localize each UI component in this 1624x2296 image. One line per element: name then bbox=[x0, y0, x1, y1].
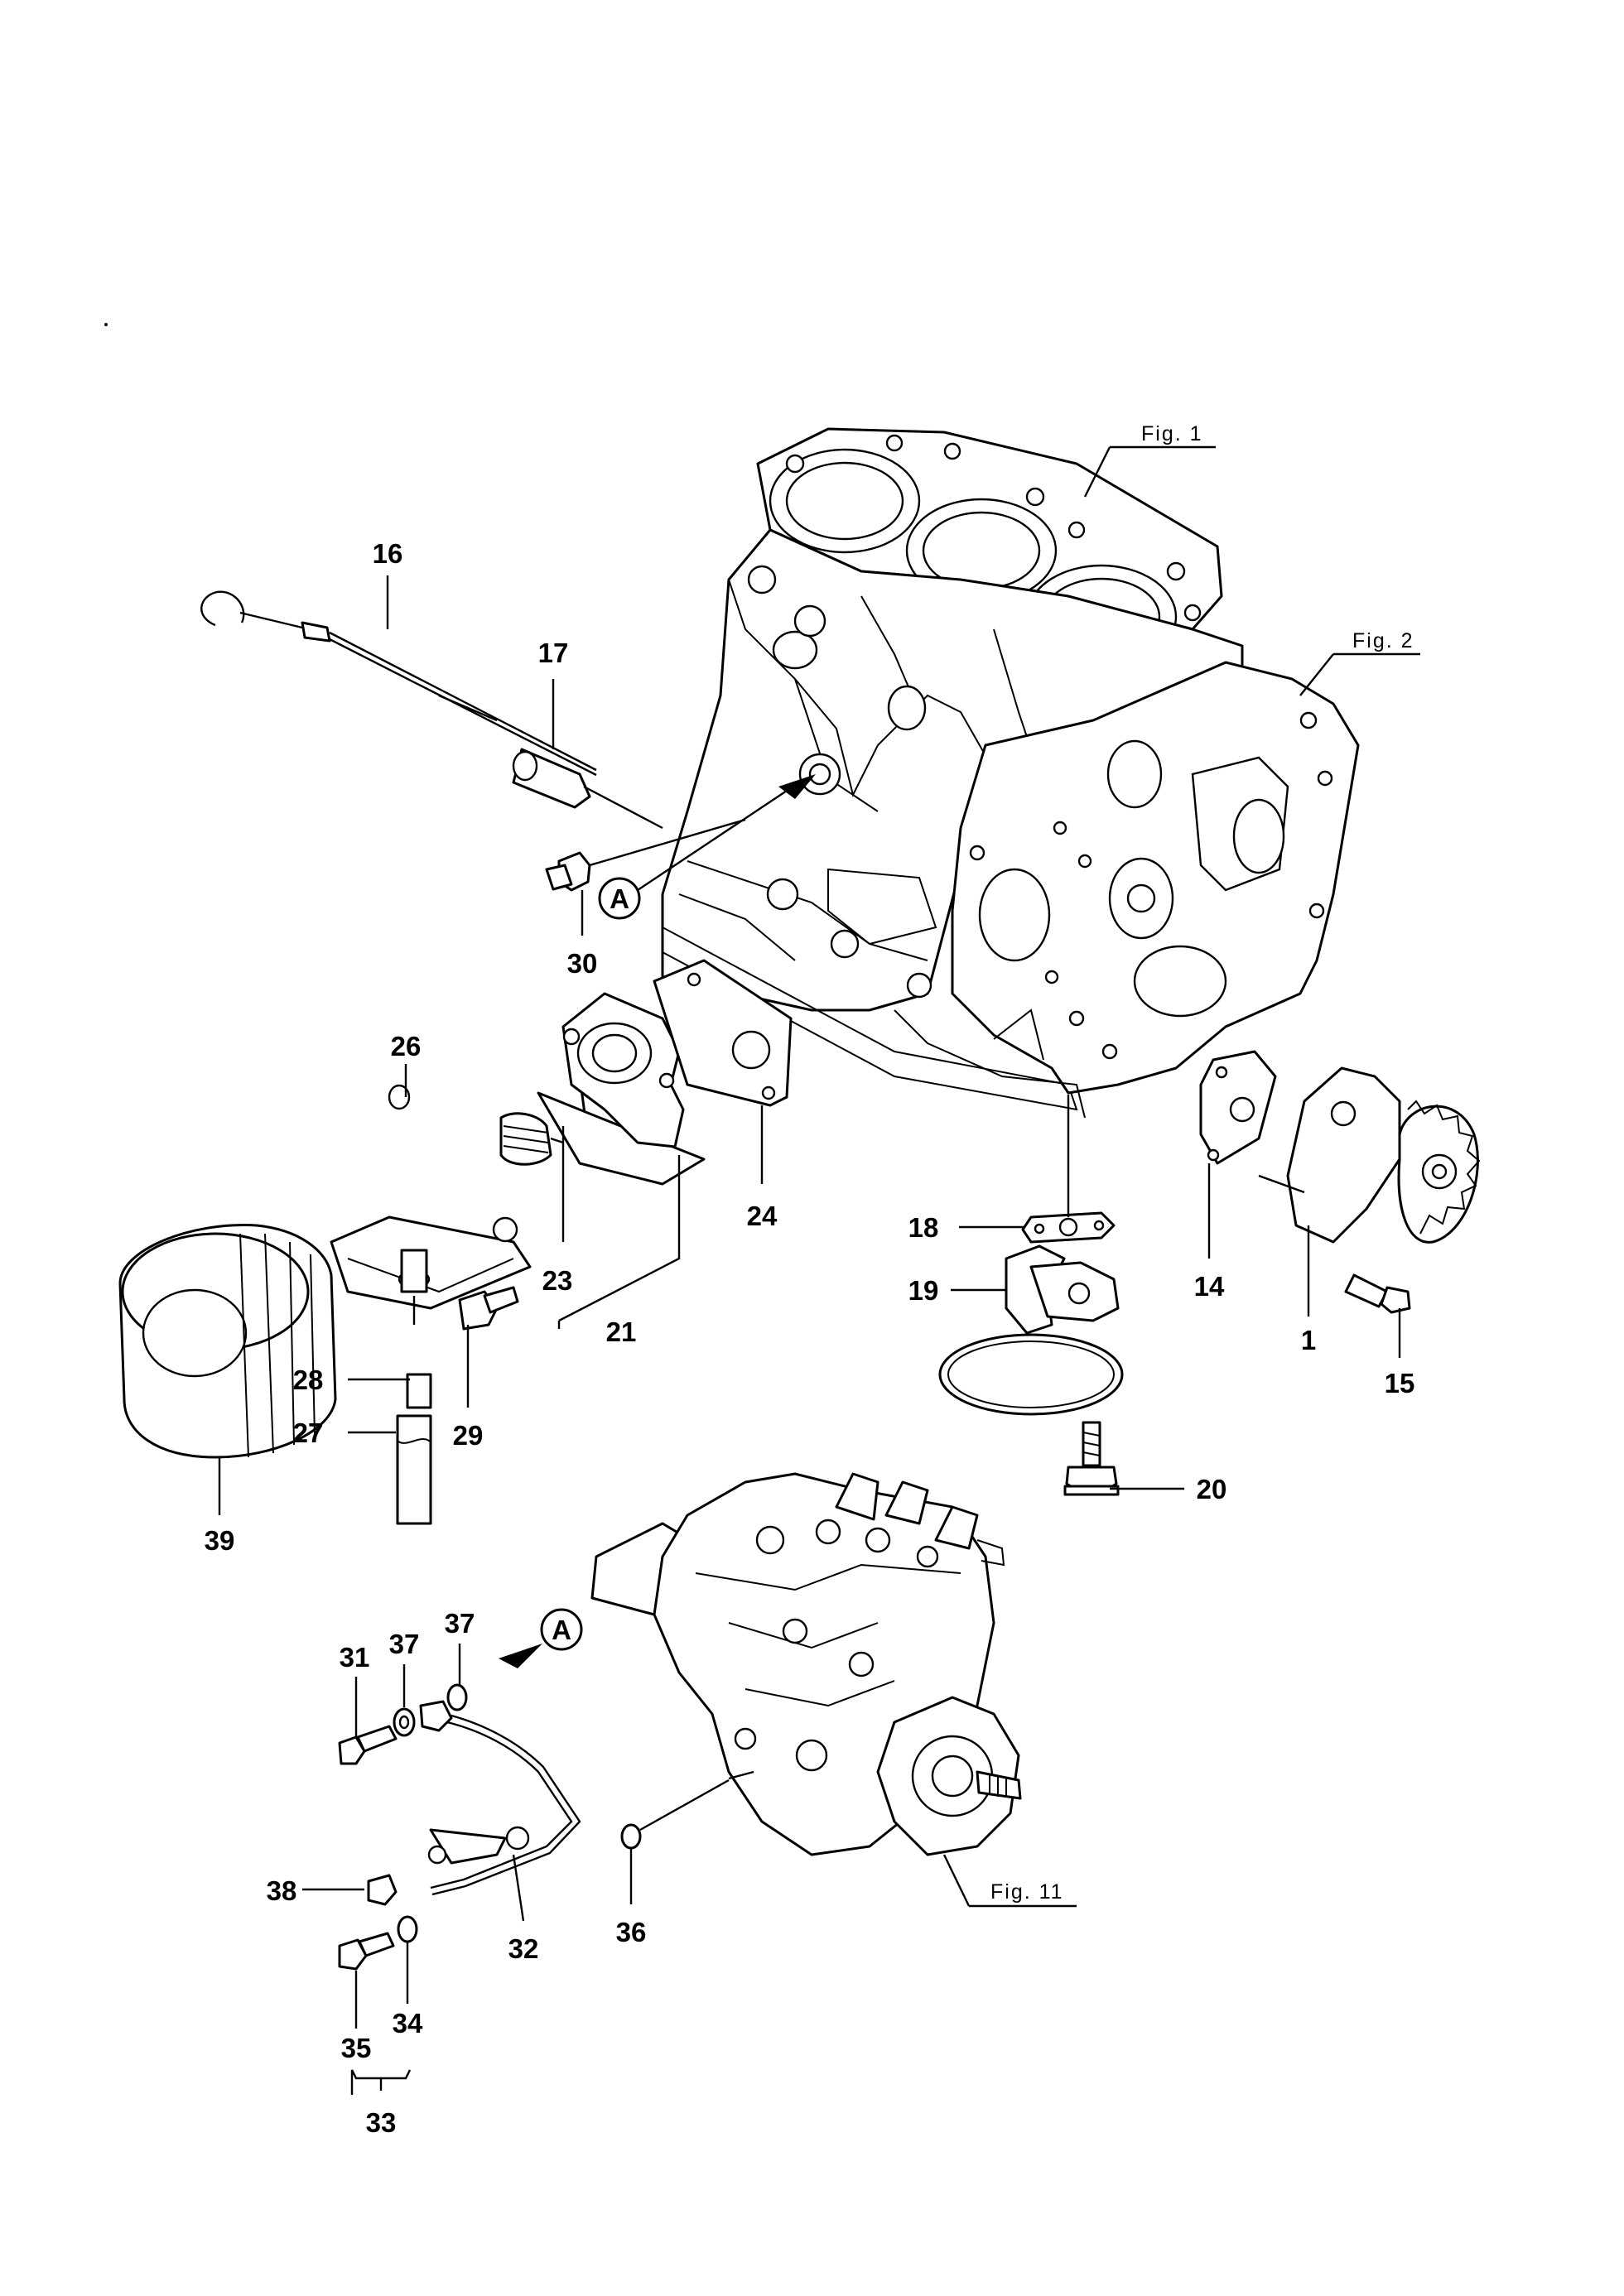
callout-33: 33 bbox=[366, 2107, 397, 2138]
callout-17: 17 bbox=[538, 638, 569, 668]
filter-nipple bbox=[499, 1112, 564, 1166]
fig-2-ref-label: Fig. 2 bbox=[1352, 629, 1414, 652]
callout-18: 18 bbox=[908, 1212, 939, 1243]
injection-pump-assembly bbox=[590, 1472, 1022, 1856]
callout-14: 14 bbox=[1194, 1271, 1225, 1302]
leader-lines bbox=[302, 445, 1420, 2095]
filter-head-gasket bbox=[653, 959, 793, 1107]
strainer-bolt-20 bbox=[1063, 1421, 1120, 1496]
callout-30: 30 bbox=[567, 948, 598, 979]
bolt-35 bbox=[338, 1932, 395, 1971]
callout-labels: 16 17 30 26 24 23 21 18 19 20 14 1 15 28… bbox=[205, 538, 1415, 2138]
view-a-marker-upper: A bbox=[598, 774, 816, 920]
oil-pump-gasket bbox=[1199, 1050, 1277, 1165]
callout-39: 39 bbox=[205, 1525, 235, 1556]
callout-21: 21 bbox=[606, 1316, 637, 1347]
oil-filter-head bbox=[561, 992, 685, 1148]
callout-23: 23 bbox=[542, 1265, 573, 1296]
speck-dot bbox=[104, 323, 108, 326]
nut-38 bbox=[367, 1874, 398, 1906]
strainer-gasket bbox=[1021, 1211, 1116, 1244]
callout-37-right: 37 bbox=[445, 1608, 475, 1639]
callout-26: 26 bbox=[391, 1031, 422, 1061]
callout-20: 20 bbox=[1197, 1474, 1227, 1504]
callout-36: 36 bbox=[616, 1917, 647, 1947]
washer-37-left bbox=[393, 1707, 416, 1737]
callout-16: 16 bbox=[373, 538, 403, 569]
fig-1-ref-label: Fig. 1 bbox=[1141, 422, 1203, 445]
dipstick-guide-tube bbox=[512, 748, 663, 830]
callout-15: 15 bbox=[1385, 1368, 1415, 1398]
drain-hose bbox=[396, 1249, 432, 1525]
washer-36 bbox=[620, 1779, 730, 1850]
pipe-eye-37-right bbox=[419, 1683, 468, 1732]
oil-filter-cartridge bbox=[118, 1224, 337, 1515]
callout-34: 34 bbox=[393, 2008, 423, 2038]
washer-34 bbox=[397, 1915, 418, 1943]
bracket-bolt-29 bbox=[458, 1286, 519, 1331]
callout-27: 27 bbox=[293, 1418, 324, 1448]
oil-pump bbox=[1258, 1066, 1481, 1244]
oil-strainer bbox=[938, 1244, 1124, 1416]
cylinder-block bbox=[661, 427, 1360, 1119]
view-a-label-lower: A bbox=[552, 1615, 571, 1645]
pump-bolt-15 bbox=[1344, 1273, 1411, 1314]
dipstick-adapter-bolt bbox=[545, 818, 746, 892]
callout-1: 1 bbox=[1301, 1325, 1316, 1355]
oil-dipstick bbox=[200, 590, 597, 777]
callout-19: 19 bbox=[908, 1275, 939, 1306]
pipe-eye-bolt-31 bbox=[338, 1725, 398, 1765]
view-a-marker-lower: A bbox=[499, 1608, 583, 1668]
view-a-label-upper: A bbox=[610, 883, 629, 914]
callout-35: 35 bbox=[341, 2033, 372, 2063]
callout-31: 31 bbox=[340, 1642, 370, 1673]
oil-pipe bbox=[427, 1714, 581, 1896]
callout-32: 32 bbox=[508, 1933, 539, 1964]
callout-28: 28 bbox=[293, 1365, 324, 1395]
callout-37-left: 37 bbox=[389, 1629, 420, 1659]
callout-38: 38 bbox=[267, 1875, 297, 1906]
callout-29: 29 bbox=[453, 1420, 484, 1451]
callout-24: 24 bbox=[747, 1201, 778, 1231]
fig-11-ref-label: Fig. 11 bbox=[990, 1880, 1064, 1904]
